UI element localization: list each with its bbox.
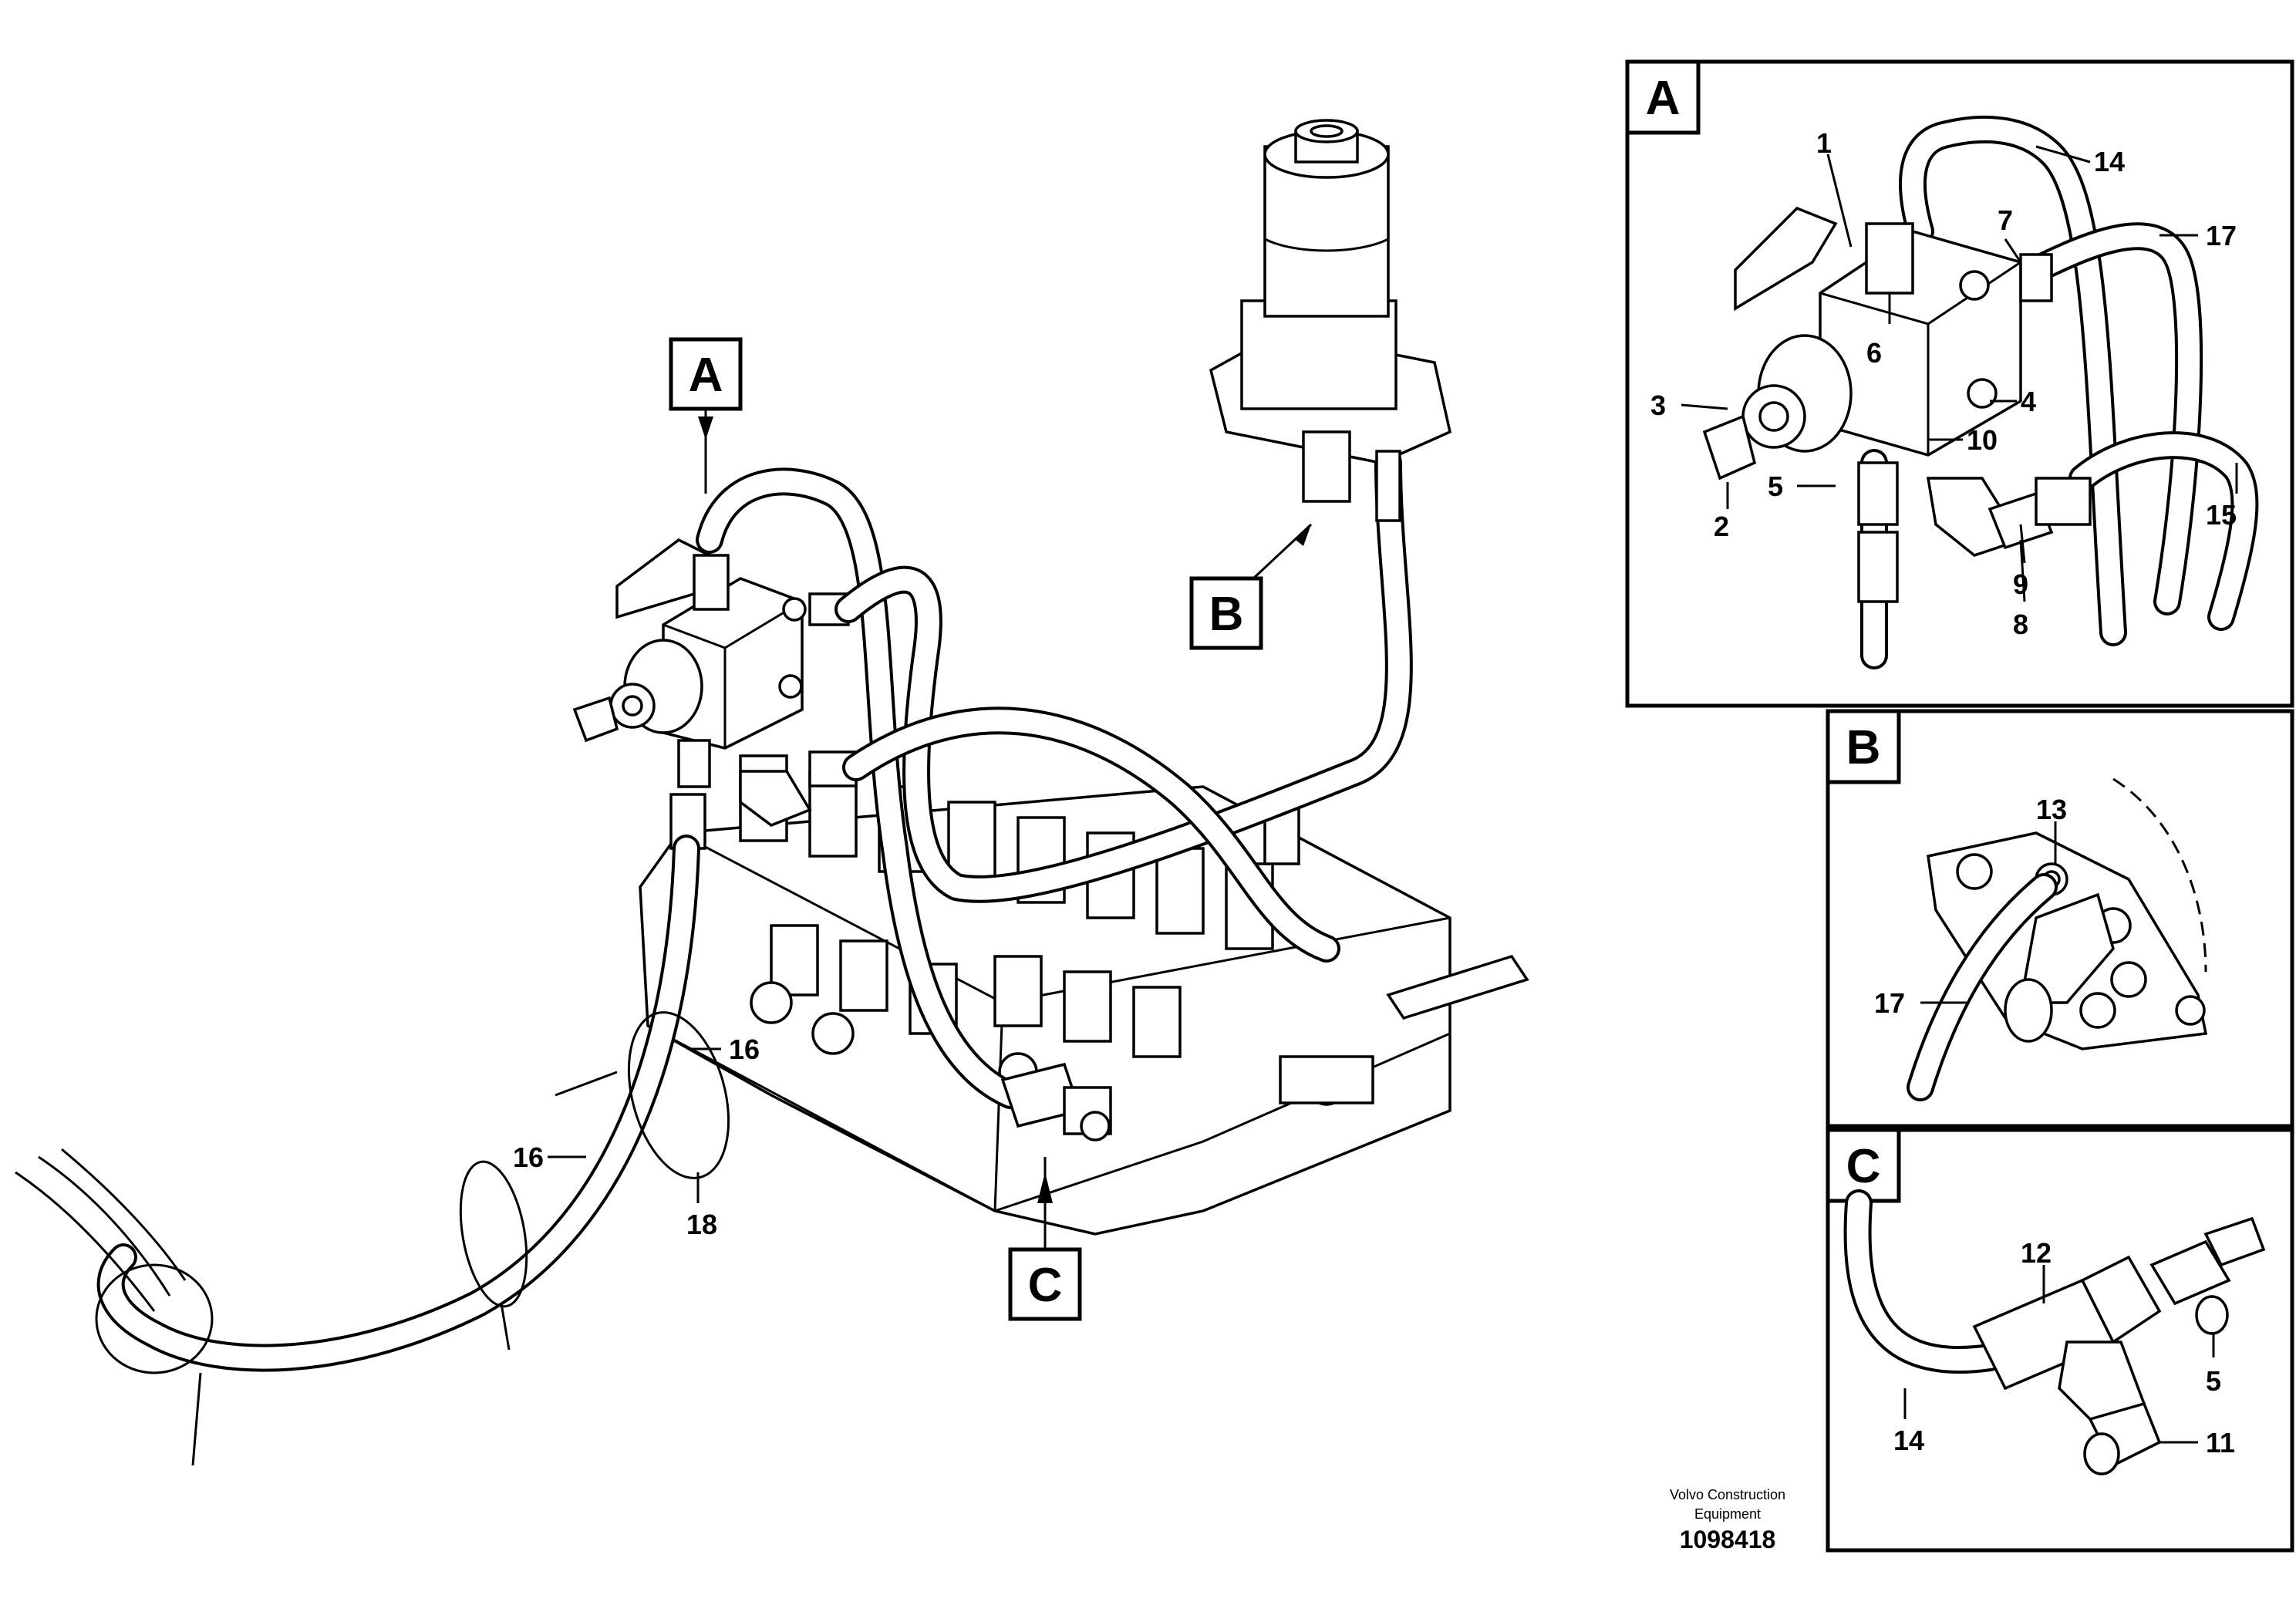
view-marker-c: C (1008, 1157, 1082, 1321)
detail-b-hose-17 (1907, 873, 2058, 1101)
detail-a-callout-3: 3 (1650, 389, 1666, 421)
detail-a-callout-1: 1 (1816, 127, 1832, 159)
main-view: A B C 16 16 18 (15, 119, 1529, 1466)
detail-c-callout-12: 12 (2021, 1237, 2052, 1269)
view-marker-a: A (669, 337, 743, 494)
detail-c-callout-11: 11 (2206, 1427, 2235, 1458)
wire-bundle (15, 1148, 187, 1312)
view-marker-c-label: C (1028, 1259, 1063, 1312)
cable-ties-main (95, 1011, 730, 1466)
detail-c-hose-14 (1843, 1189, 2004, 1374)
detail-a-label: A (1646, 72, 1681, 125)
hose-16-main (96, 835, 700, 1372)
credit-line-1: Volvo Construction (1669, 1487, 1786, 1502)
detail-c-callout-5: 5 (2206, 1365, 2221, 1397)
hose-17-main (834, 449, 1413, 903)
detail-a-callout-6: 6 (1866, 337, 1882, 369)
hose-15-main (842, 706, 1340, 963)
detail-a-callout-15: 15 (2206, 499, 2237, 531)
callout-16-lower: 16 (513, 1141, 544, 1173)
detail-a-callout-17: 17 (2206, 220, 2237, 251)
control-valve-block (639, 754, 1529, 1236)
drawing-number: 1098418 (1679, 1526, 1776, 1553)
detail-a-callout-7: 7 (1998, 204, 2013, 236)
detail-a-valve (1702, 206, 2092, 603)
hose-14-main (696, 467, 1024, 1109)
view-marker-b-label: B (1209, 588, 1244, 641)
detail-view-b: B 13 17 (1826, 709, 2294, 1128)
detail-a-callout-2: 2 (1714, 511, 1729, 542)
view-marker-b: B (1189, 523, 1313, 650)
callout-18: 18 (686, 1209, 717, 1240)
detail-c-tee-fitting (1972, 1216, 2266, 1475)
detail-c-label: C (1846, 1140, 1881, 1193)
detail-b-callout-17: 17 (1874, 987, 1905, 1019)
detail-b-callout-13: 13 (2036, 794, 2067, 825)
detail-a-callout-9: 9 (2013, 568, 2028, 600)
detail-c-callout-14: 14 (1893, 1425, 1924, 1456)
detail-view-a: A (1625, 59, 2294, 708)
detail-a-callout-14: 14 (2094, 146, 2125, 177)
detail-a-callout-4: 4 (2021, 386, 2036, 417)
detail-a-callout-10: 10 (1967, 424, 1998, 456)
pump-motor (1209, 119, 1452, 522)
detail-a-callout-8: 8 (2013, 609, 2028, 640)
view-marker-a-label: A (689, 349, 723, 402)
detail-view-c: C 12 5 14 11 (1826, 1128, 2294, 1553)
tee-fitting-main (1000, 1062, 1112, 1141)
callout-16-upper: 16 (729, 1034, 760, 1065)
detail-a-callout-5: 5 (1768, 470, 1783, 502)
detail-b-label: B (1846, 721, 1881, 774)
credit-line-2: Equipment (1694, 1506, 1762, 1522)
